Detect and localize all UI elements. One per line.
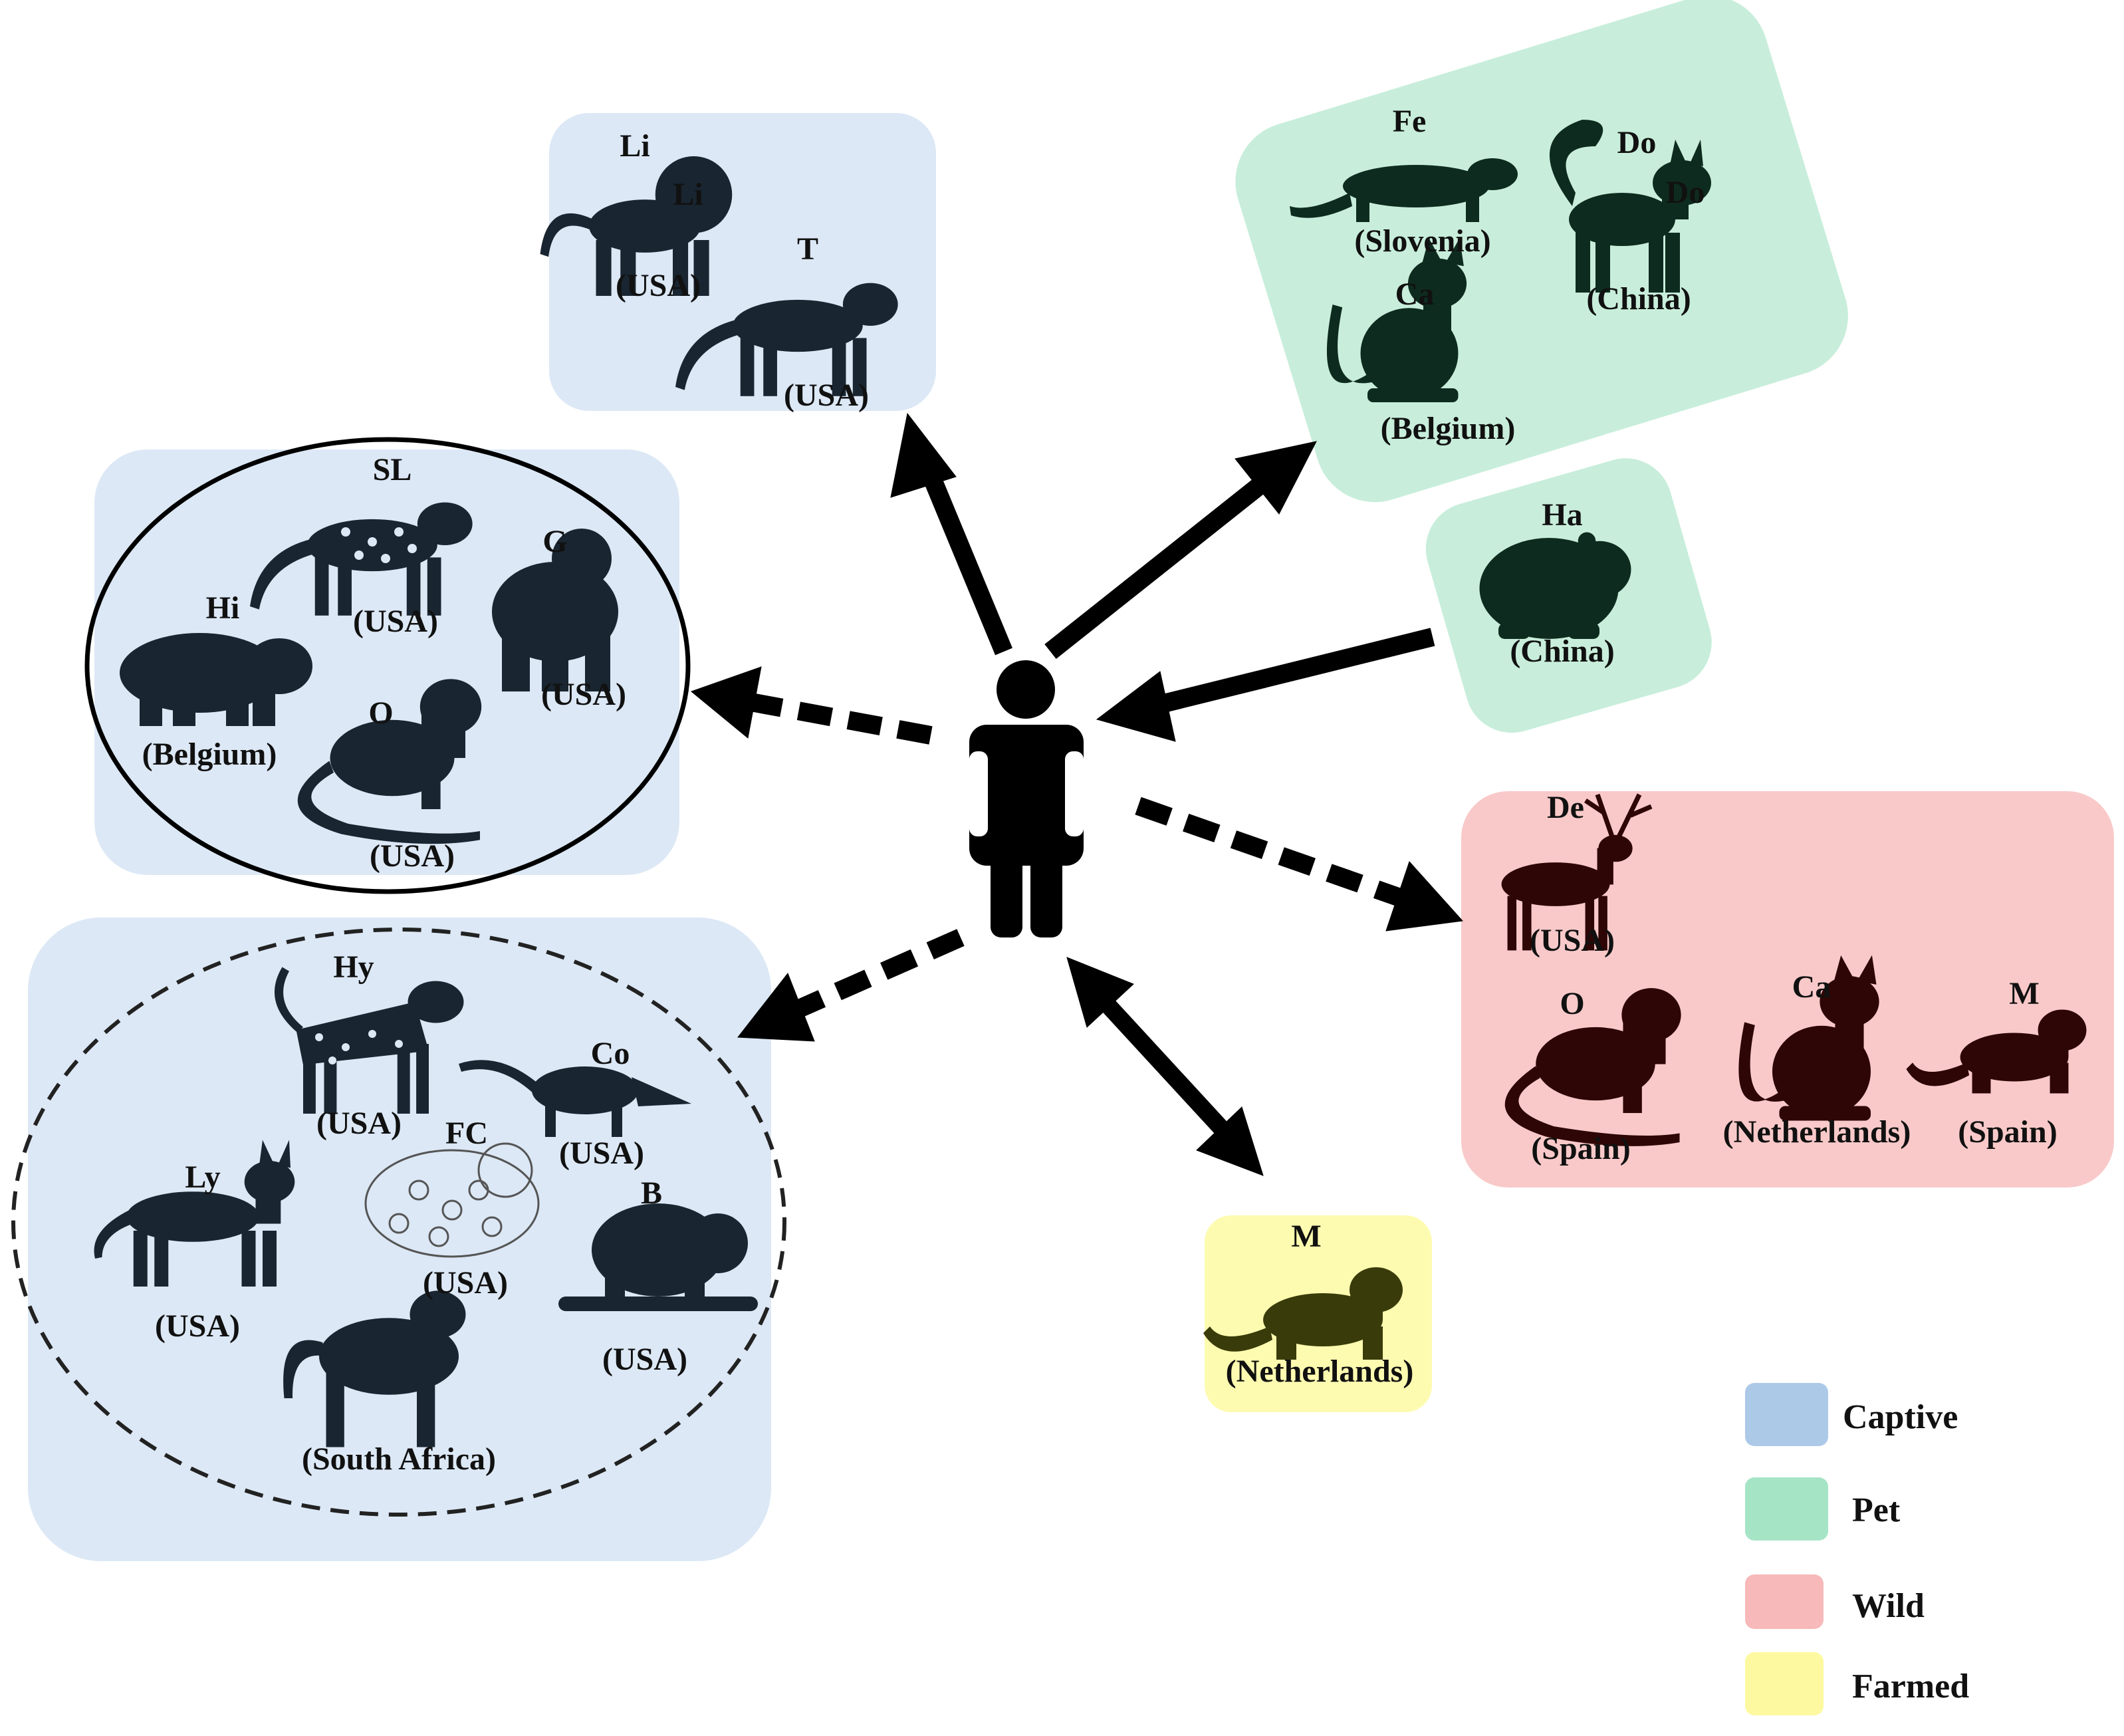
- label-country: (USA): [155, 1308, 240, 1344]
- label-abbr: Co: [591, 1036, 630, 1071]
- label-abbr: M: [1291, 1219, 1321, 1254]
- label-country: (USA): [370, 838, 455, 874]
- captive-top-labels: Li Li (USA) T (USA): [616, 128, 869, 413]
- label-country: (China): [1586, 281, 1691, 316]
- captive-solid-box: [94, 449, 679, 875]
- label-abbr: Ly: [185, 1160, 220, 1195]
- captive-dashed-labels: Hy (USA) Co (USA) FC (USA) Ly (USA) B (U…: [155, 949, 687, 1477]
- wild-labels: De (USA) O (Spain) Ca (Netherlands) M (S…: [1530, 790, 2058, 1166]
- legend-swatch-wild: [1745, 1574, 1824, 1629]
- label-abbr: O: [1560, 986, 1584, 1021]
- legend-label-wild: Wild: [1852, 1587, 1925, 1625]
- label-abbr: Ca: [1395, 277, 1435, 312]
- label-country: (Slovenia): [1354, 223, 1490, 259]
- label-country: (South Africa): [302, 1441, 496, 1477]
- label-country: (USA): [559, 1136, 644, 1171]
- label-country: (USA): [602, 1342, 687, 1377]
- label-abbr: G: [542, 524, 567, 559]
- label-country: (Netherlands): [1723, 1114, 1911, 1150]
- label-abbr: Li: [620, 128, 649, 164]
- label-country: (Belgium): [142, 737, 277, 772]
- label-country: (China): [1510, 634, 1614, 669]
- pet-small-labels: Ha (China): [1510, 497, 1614, 669]
- legend-label-captive: Captive: [1843, 1398, 1958, 1436]
- hyena-spots: [315, 1030, 403, 1068]
- label-country: (Belgium): [1381, 411, 1516, 446]
- label-abbr: O: [368, 695, 393, 731]
- legend-swatch-pet: [1745, 1477, 1828, 1541]
- label-abbr: Ca: [1792, 969, 1831, 1005]
- label-country: (USA): [423, 1265, 508, 1301]
- captive-dashed-ellipse: [11, 928, 786, 1517]
- label-country: (USA): [1530, 923, 1615, 958]
- label-abbr: M: [2009, 976, 2039, 1011]
- legend: Captive Pet Wild Farmed: [1745, 1383, 1969, 1715]
- pet-top-box: [1235, 0, 1848, 503]
- legend-label-farmed: Farmed: [1852, 1668, 1969, 1705]
- snow-leopard-spots: [341, 527, 417, 563]
- label-abbr: Do: [1666, 175, 1705, 210]
- label-country: (USA): [784, 378, 869, 413]
- label-abbr: De: [1547, 790, 1584, 825]
- captive-solid-ellipse: [84, 437, 691, 894]
- fishing-cat-sketch: [364, 1142, 540, 1258]
- legend-swatch-captive: [1745, 1383, 1828, 1446]
- label-abbr: Ha: [1542, 497, 1582, 533]
- legend-label-pet: Pet: [1852, 1491, 1901, 1529]
- label-abbr: T: [797, 231, 818, 267]
- label-country: (USA): [616, 268, 701, 303]
- label-country: (Spain): [1958, 1114, 2057, 1150]
- farmed-labels: M (Netherlands): [1226, 1219, 1414, 1389]
- label-country: (Spain): [1531, 1131, 1630, 1166]
- legend-swatch-farmed: [1745, 1652, 1824, 1715]
- label-country: (USA): [541, 677, 626, 712]
- label-abbr: Hi: [206, 590, 240, 626]
- label-country: (USA): [316, 1106, 402, 1141]
- person-icon: [969, 660, 1084, 937]
- pet-top-labels: Fe (Slovenia) Do Do (China) Ca (Belgium): [1354, 104, 1705, 446]
- label-abbr: Li: [673, 177, 703, 212]
- label-abbr: B: [641, 1176, 662, 1211]
- label-abbr: FC: [445, 1116, 488, 1151]
- label-abbr: SL: [373, 452, 412, 487]
- label-abbr: Hy: [333, 949, 374, 985]
- label-abbr: Do: [1617, 125, 1657, 160]
- label-abbr: Fe: [1393, 104, 1427, 139]
- captive-solid-labels: SL (USA) G (USA) Hi (Belgium) O (USA): [142, 452, 626, 874]
- label-country: (USA): [353, 604, 438, 639]
- label-country: (Netherlands): [1226, 1354, 1414, 1389]
- arrows: [690, 412, 1464, 1176]
